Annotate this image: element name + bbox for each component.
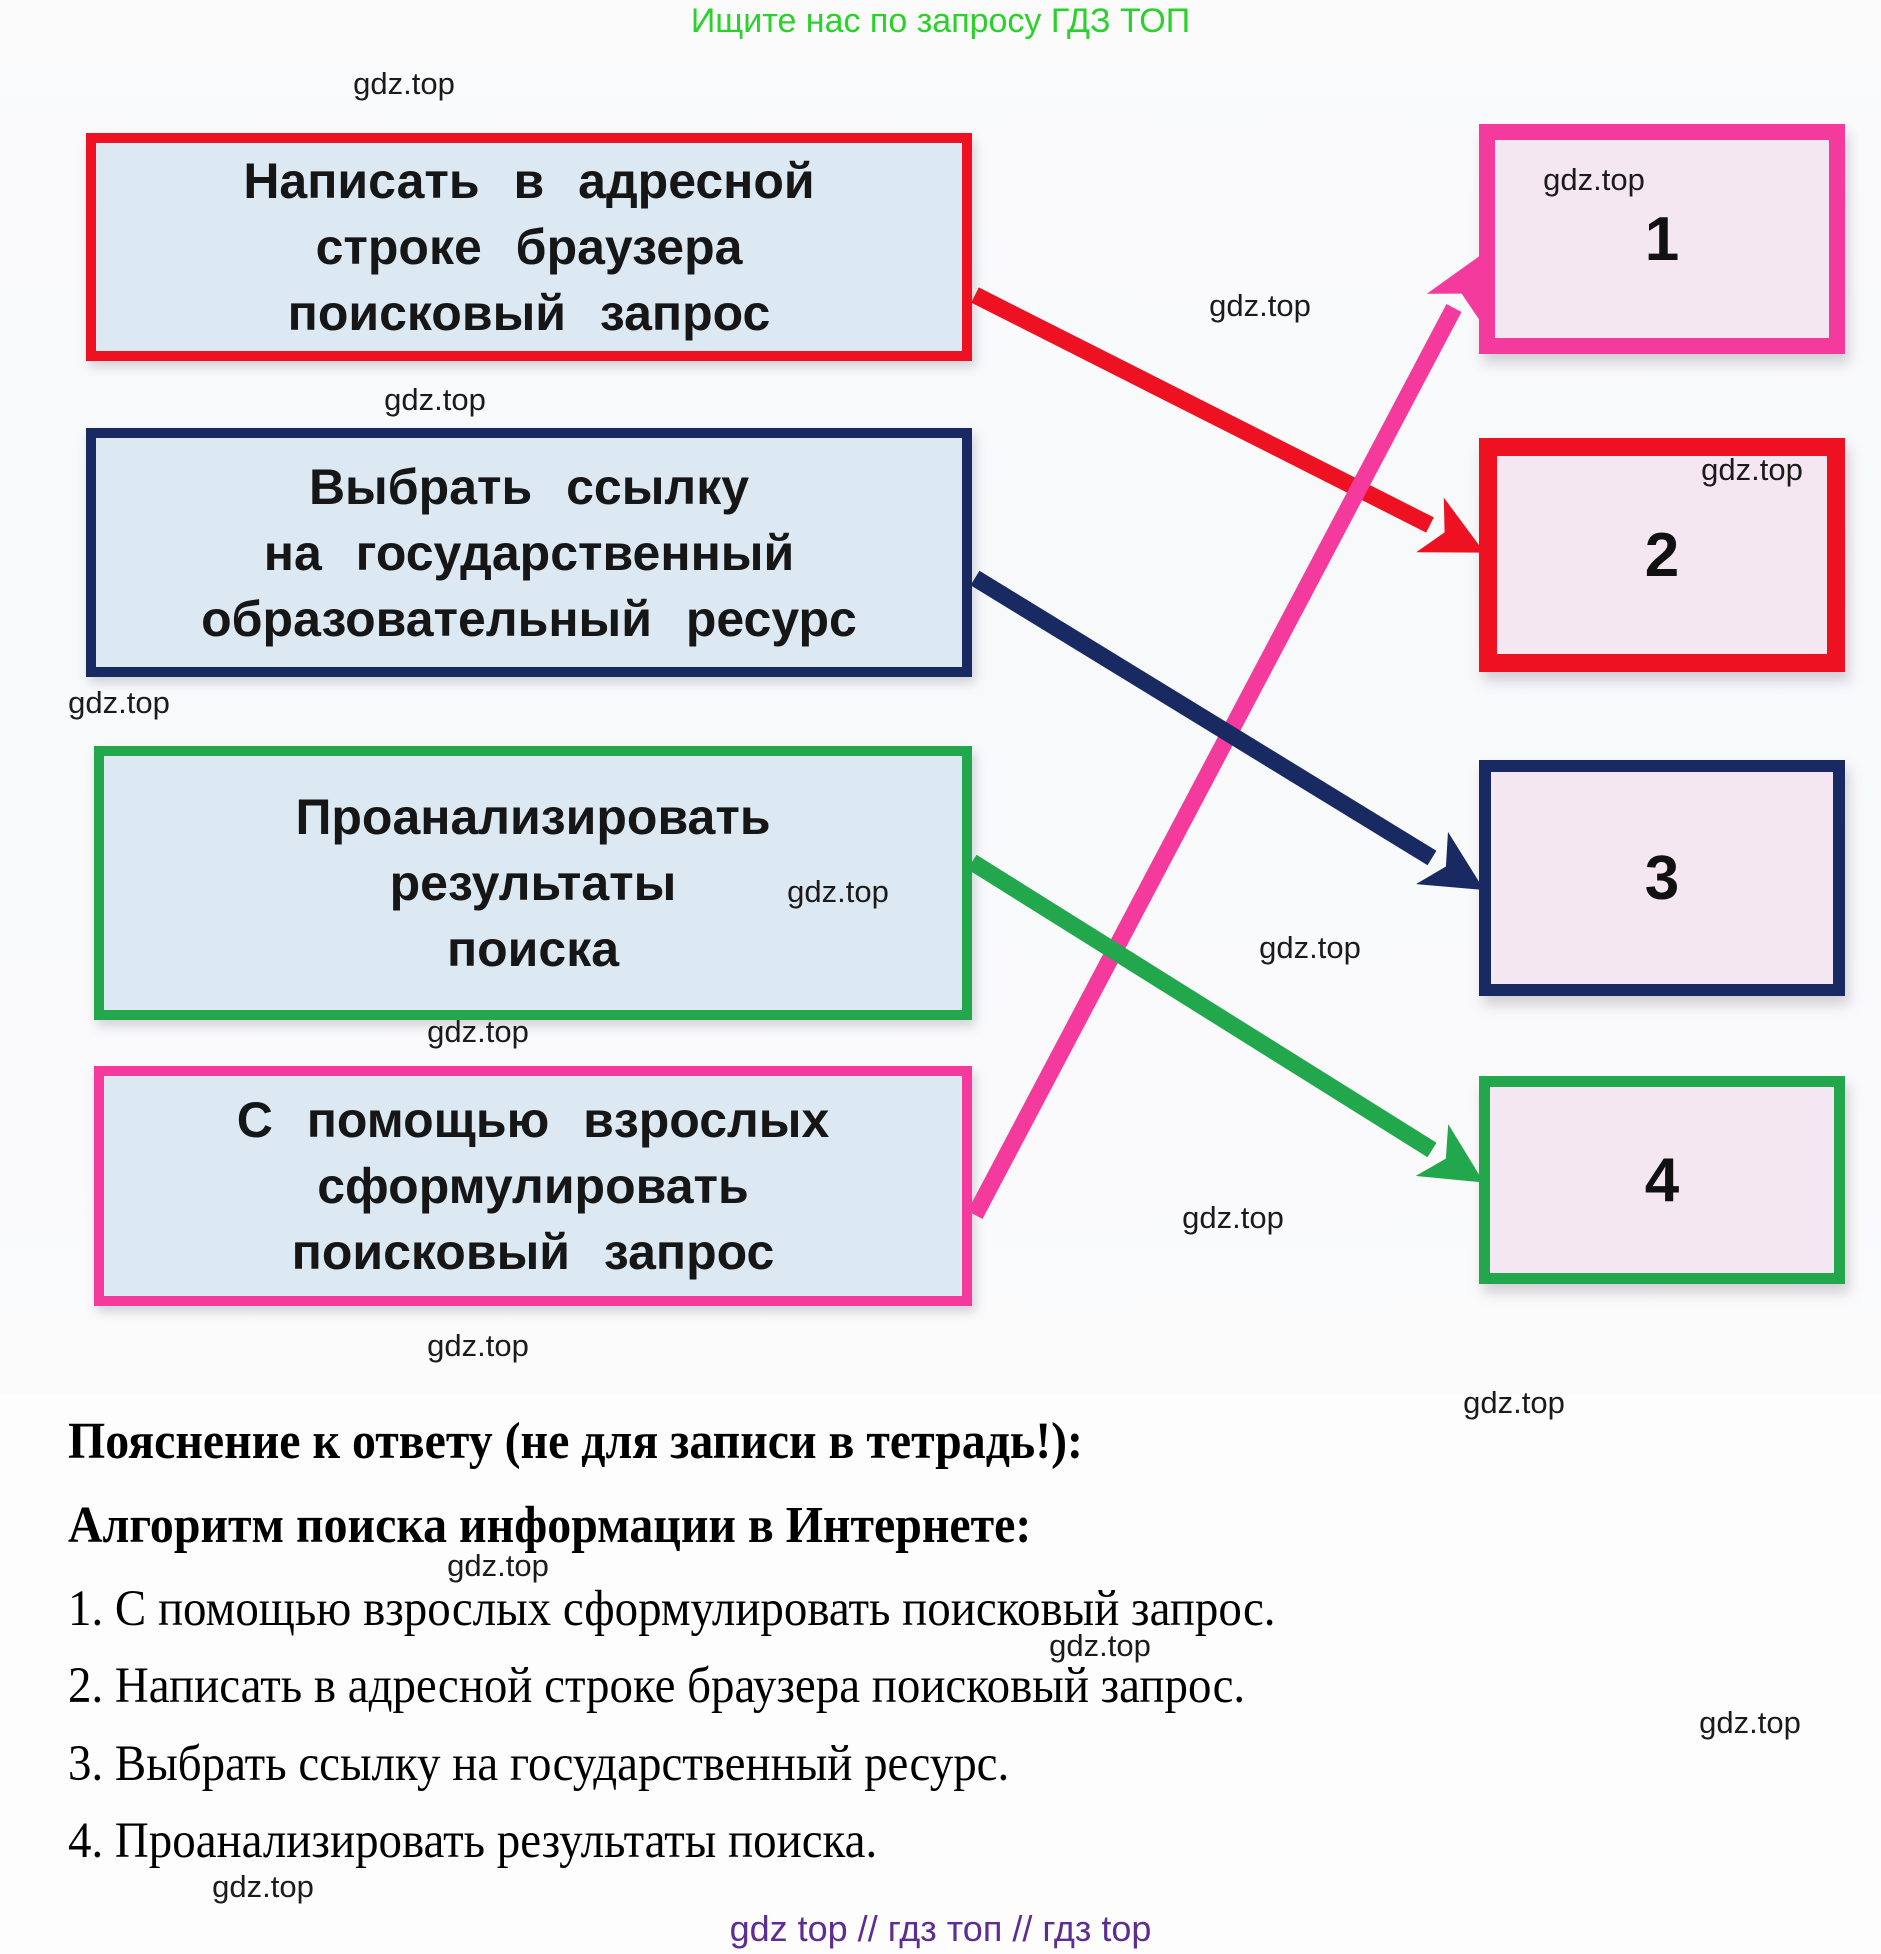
answer-box-3: 3 [1479,760,1845,996]
gdz-watermark: gdz.top [787,874,889,909]
algorithm-step: 1. С помощью взрослых сформулировать пои… [68,1581,1276,1637]
gdz-watermark: gdz.top [353,66,455,101]
gdz-watermark: gdz.top [447,1548,549,1583]
gdz-watermark: gdz.top [1463,1385,1565,1420]
task-box-text-line: С помощью взрослых [236,1092,830,1148]
algorithm-heading: Алгоритм поиска информации в Интернете: [68,1497,1032,1554]
answer-box-1: 1 [1479,124,1845,354]
task-box-text-line: поисковый запрос [287,285,771,341]
task-box-text-line: строке браузера [315,219,743,275]
task-box-text-line: Выбрать ссылку [308,458,750,515]
task-box-write-query: Написать в адресной строке браузера поиско… [86,133,972,361]
task-box-text-line: образовательный ресурс [201,590,857,647]
answer-number: 1 [1644,204,1680,274]
explanation-heading: Пояснение к ответу (не для записи в тетр… [68,1413,1083,1470]
gdz-watermark: gdz.top [1699,1705,1801,1740]
gdz-watermark: gdz.top [68,685,170,720]
task-box-text-line: сформулировать [317,1158,749,1214]
answer-box-2: 2 [1479,438,1845,672]
answer-number: 2 [1644,520,1680,590]
footer-site-links: gdz top // гдз топ // гдз top [729,1908,1152,1949]
task-box-text-line: Написать в адресной [243,153,815,209]
gdz-watermark: gdz.top [1259,930,1361,965]
gdz-watermark: gdz.top [427,1014,529,1049]
algorithm-step: 2. Написать в адресной строке браузера п… [68,1658,1246,1714]
gdz-watermark: gdz.top [1543,162,1645,197]
answer-number: 4 [1644,1145,1680,1215]
gdz-watermark: gdz.top [427,1328,529,1363]
task-box-text-line: Проанализировать [295,789,771,845]
task-box-choose-link: Выбрать ссылку на государственный образова… [86,428,972,677]
algorithm-step: 3. Выбрать ссылку на государственный рес… [68,1736,1010,1792]
gdz-watermark: gdz.top [212,1869,314,1904]
task-box-text-line: результаты [389,855,677,911]
gdz-watermark: gdz.top [1049,1628,1151,1663]
answer-box-4: 4 [1479,1076,1845,1284]
task-box-text-line: на государственный [263,524,795,581]
answer-number: 3 [1644,843,1680,913]
gdz-watermark: gdz.top [1701,452,1803,487]
gdz-watermark: gdz.top [1209,288,1311,323]
task-box-text-line: поиска [446,921,620,977]
promo-banner-text: Ищите нас по запросу ГДЗ ТОП [690,2,1191,40]
algorithm-step: 4. Проанализировать результаты поиска. [68,1813,878,1869]
gdz-watermark: gdz.top [384,382,486,417]
gdz-watermark: gdz.top [1182,1200,1284,1235]
task-box-text-line: поисковый запрос [291,1224,775,1280]
task-box-analyze-results: Проанализировать результаты поиска [94,746,972,1020]
task-box-formulate-query: С помощью взрослых сформулировать поисковы… [94,1066,972,1306]
